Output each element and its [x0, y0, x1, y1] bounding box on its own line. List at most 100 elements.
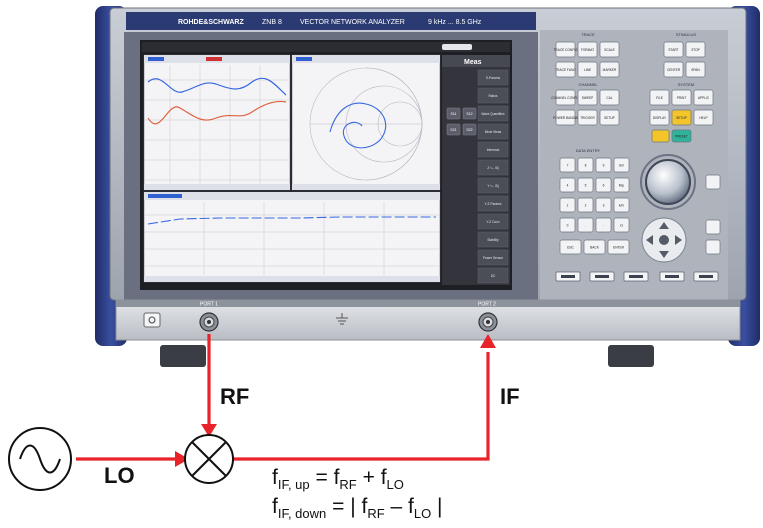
softkey-button[interactable]: [477, 69, 509, 86]
panel-key[interactable]: [555, 109, 576, 126]
panel-key-label: k/m: [619, 203, 624, 207]
frequency-range: 9 kHz ... 8.5 GHz: [428, 19, 482, 26]
nav-center-button[interactable]: [659, 235, 669, 245]
nav-up-icon[interactable]: [659, 222, 669, 229]
softkey-label: Power Sensor: [483, 256, 504, 260]
softkey-label: Y <-- Sij: [487, 184, 499, 188]
panel-key[interactable]: [595, 217, 612, 233]
panel-key[interactable]: [577, 89, 598, 106]
panel-group-label: CHANNEL: [578, 82, 598, 87]
trace-label-bar-3: [144, 192, 440, 200]
softkey-button[interactable]: [477, 177, 509, 194]
panel-key[interactable]: [607, 239, 630, 255]
power-switch[interactable]: [143, 312, 161, 328]
panel-key[interactable]: [555, 89, 576, 106]
panel-key[interactable]: [663, 41, 684, 58]
panel-key[interactable]: [559, 157, 576, 173]
panel-key[interactable]: [595, 177, 612, 193]
nav-right-icon[interactable]: [675, 235, 682, 245]
panel-key[interactable]: [555, 41, 576, 58]
panel-key-label: FORMAT: [581, 48, 594, 52]
panel-key[interactable]: [685, 41, 706, 58]
sparam-label: S11: [451, 112, 457, 116]
panel-key-label: TRIGGER: [580, 116, 595, 120]
softkey-button[interactable]: [477, 105, 509, 122]
panel-key-label: SETUP: [604, 116, 615, 120]
panel-key-label: 4: [567, 183, 569, 187]
screen-toolbar-slider[interactable]: [442, 44, 472, 50]
softkey-button[interactable]: [477, 87, 509, 104]
panel-key[interactable]: [559, 197, 576, 213]
mixer-cross-icon: [191, 441, 227, 477]
panel-key[interactable]: [705, 219, 721, 235]
panel-key[interactable]: [577, 109, 598, 126]
trace-red-1: [147, 100, 287, 125]
panel-key[interactable]: [613, 197, 630, 213]
panel-key[interactable]: [577, 41, 598, 58]
panel-key[interactable]: [595, 197, 612, 213]
power-icon: [148, 316, 156, 324]
sparam-button[interactable]: [446, 107, 461, 120]
panel-key[interactable]: [705, 174, 721, 190]
panel-key[interactable]: [599, 41, 620, 58]
trace-tag-3: [148, 194, 182, 198]
port1-connector[interactable]: [199, 312, 219, 332]
panel-key[interactable]: [577, 177, 594, 193]
panel-key[interactable]: [583, 239, 606, 255]
panel-key[interactable]: [577, 157, 594, 173]
panel-key-label: SCALE: [604, 48, 614, 52]
panel-key[interactable]: [671, 129, 692, 143]
user-key[interactable]: [651, 129, 670, 143]
softkey-button[interactable]: [477, 141, 509, 158]
softkey-button[interactable]: [477, 267, 509, 284]
panel-key[interactable]: [577, 197, 594, 213]
panel-key[interactable]: [577, 61, 598, 78]
usb-slot: [561, 275, 575, 278]
panel-key[interactable]: [559, 217, 576, 233]
sparam-button[interactable]: [446, 123, 461, 136]
panel-key[interactable]: [613, 177, 630, 193]
softkey-title: Meas: [464, 59, 482, 66]
trace-tag-1a: [148, 57, 164, 61]
instrument-foot-right: [608, 345, 654, 367]
panel-key[interactable]: [599, 61, 620, 78]
panel-key[interactable]: [599, 89, 620, 106]
panel-key-label: SETUP: [676, 116, 687, 120]
panel-key[interactable]: [649, 109, 670, 126]
softkey-button[interactable]: [477, 249, 509, 266]
panel-key[interactable]: [693, 109, 714, 126]
softkey-button[interactable]: [477, 195, 509, 212]
softkey-button[interactable]: [477, 159, 509, 176]
panel-key[interactable]: [577, 217, 594, 233]
panel-key[interactable]: [671, 109, 692, 126]
panel-key[interactable]: [599, 109, 620, 126]
panel-key[interactable]: [671, 89, 692, 106]
panel-key[interactable]: [555, 61, 576, 78]
sparam-button[interactable]: [462, 123, 477, 136]
softkey-button[interactable]: [477, 231, 509, 248]
softkey-label: DC: [491, 274, 496, 278]
panel-key[interactable]: [663, 61, 684, 78]
panel-key[interactable]: [613, 217, 630, 233]
panel-key-label: 9: [603, 163, 605, 167]
panel-key[interactable]: [613, 157, 630, 173]
nav-left-icon[interactable]: [646, 235, 653, 245]
panel-key[interactable]: [595, 157, 612, 173]
lo-label: LO: [104, 463, 135, 488]
softkey-button[interactable]: [477, 123, 509, 140]
panel-key-label: CENTER: [667, 68, 681, 72]
panel-key[interactable]: [649, 89, 670, 106]
panel-key[interactable]: [559, 177, 576, 193]
panel-key[interactable]: [693, 89, 714, 106]
sparam-button[interactable]: [462, 107, 477, 120]
panel-key[interactable]: [705, 239, 721, 255]
formula-if-up: fIF, up = fRF + fLO: [272, 466, 404, 492]
panel-key[interactable]: [559, 239, 582, 255]
trace-blue-3: [147, 216, 436, 225]
port2-connector[interactable]: [478, 312, 498, 332]
panel-key[interactable]: [685, 61, 706, 78]
softkey-button[interactable]: [477, 213, 509, 230]
rotary-knob[interactable]: [645, 159, 691, 205]
nav-down-icon[interactable]: [659, 251, 669, 258]
